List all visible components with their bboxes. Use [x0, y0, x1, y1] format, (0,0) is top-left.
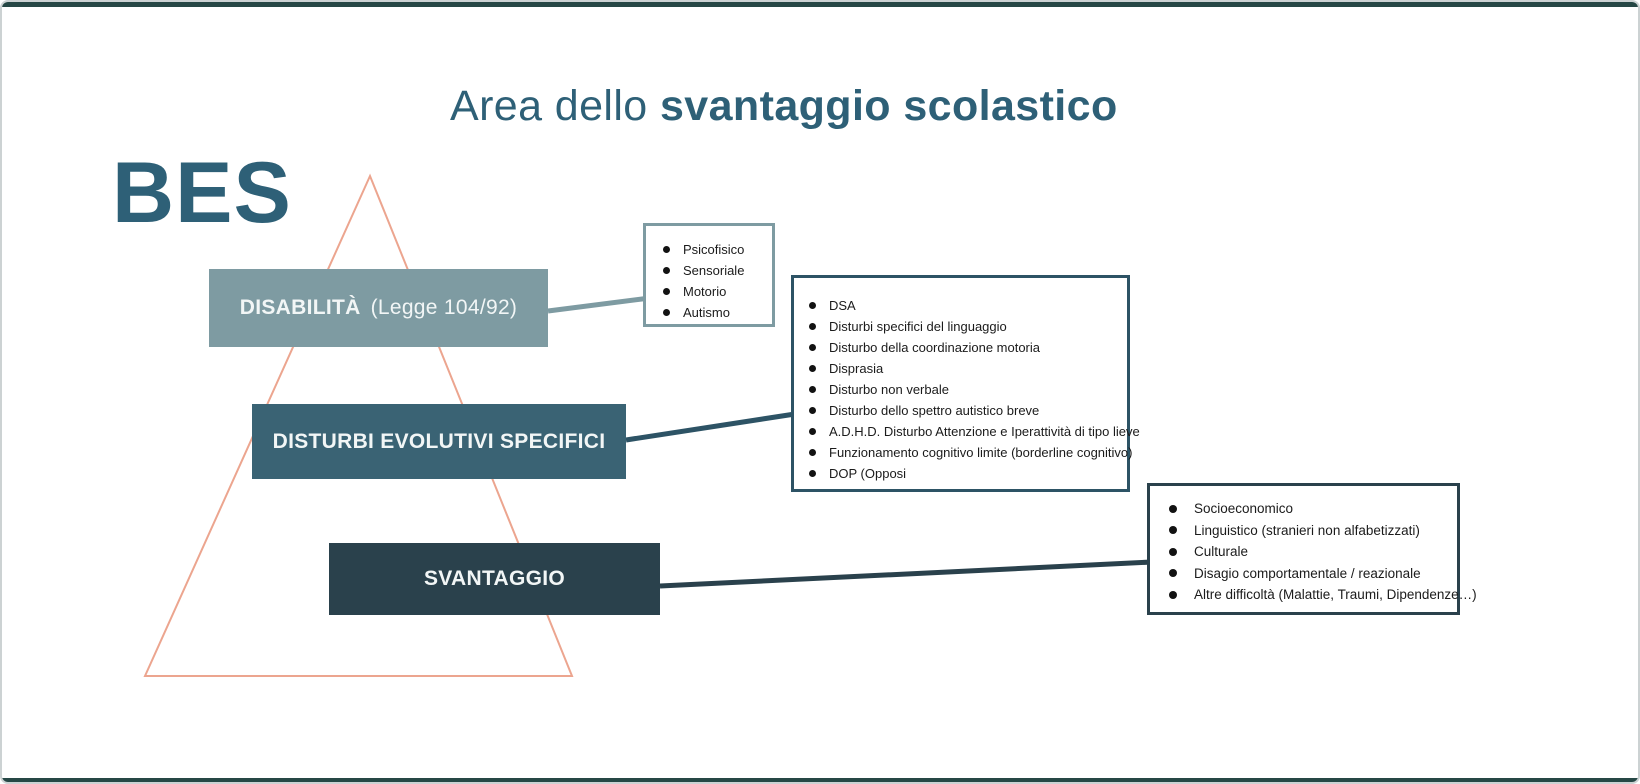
- bullet-icon: [809, 470, 816, 477]
- top-edge-strip: [2, 2, 1638, 7]
- list-item-label: Sensoriale: [683, 263, 745, 278]
- list-item-label: Culturale: [1194, 544, 1249, 560]
- bullet-icon: [663, 267, 670, 274]
- list-item-label: Autismo: [683, 305, 730, 320]
- list-item: Culturale: [1169, 541, 1451, 563]
- list-item-label: Socioeconomico: [1194, 501, 1294, 517]
- connector-svantaggio: [659, 559, 1153, 589]
- list-box-disabilita: Psicofisico Sensoriale Motorio Autismo: [643, 223, 775, 327]
- bullet-icon: [1169, 504, 1177, 513]
- level-label-disabilita: DISABILITÀ: [239, 296, 361, 319]
- bullet-icon: [809, 365, 816, 372]
- bullet-icon: [1169, 526, 1177, 535]
- list-box-svantaggio: Socioeconomico Linguistico (stranieri no…: [1147, 483, 1477, 615]
- bullet-icon: [809, 449, 816, 456]
- disturbi-list: DSA Disturbi specifici del linguaggio Di…: [809, 295, 1140, 484]
- bullet-icon: [809, 344, 816, 351]
- level-box-svantaggio: SVANTAGGIO: [329, 543, 660, 615]
- bullet-icon: [809, 323, 816, 330]
- bottom-edge-strip: [2, 778, 1638, 782]
- title-bold-part: svantaggio scolastico: [659, 82, 1118, 130]
- list-item: Psicofisico: [663, 239, 764, 260]
- list-item: DSA: [809, 295, 1121, 316]
- connector-disturbi: [625, 411, 796, 443]
- list-box-disturbi: DSA Disturbi specifici del linguaggio Di…: [791, 275, 1140, 492]
- list-item-label: DSA: [829, 298, 856, 313]
- list-item-label: Disprasia: [829, 361, 884, 376]
- list-item-label: Altre difficoltà (Malattie, Traumi, Dipe…: [1194, 587, 1477, 603]
- list-item: Funzionamento cognitivo limite (borderli…: [809, 442, 1132, 463]
- list-item-label: Linguistico (stranieri non alfabetizzati…: [1194, 522, 1420, 538]
- list-item-label: Funzionamento cognitivo limite (borderli…: [829, 445, 1133, 460]
- level-label-svantaggio: SVANTAGGIO: [423, 567, 566, 590]
- list-item-label: Disturbo non verbale: [829, 382, 949, 397]
- list-item-label: Disturbo dello spettro autistico breve: [829, 403, 1040, 418]
- list-item-label: Disturbi specifici del linguaggio: [829, 319, 1007, 334]
- list-item: Disagio comportamentale / reazionale: [1169, 563, 1451, 585]
- bes-label: BES: [112, 145, 292, 241]
- list-item-label: Psicofisico: [683, 242, 745, 257]
- list-item: Sensoriale: [663, 260, 764, 281]
- list-item: Disturbi specifici del linguaggio: [809, 316, 1121, 337]
- list-item-label: Disagio comportamentale / reazionale: [1194, 565, 1421, 581]
- list-item: Altre difficoltà (Malattie, Traumi, Dipe…: [1169, 584, 1477, 606]
- level-box-disabilita: DISABILITÀ (Legge 104/92): [209, 269, 548, 347]
- list-item-label: DOP (Opposi: [829, 466, 907, 481]
- bullet-icon: [809, 386, 816, 393]
- bullet-icon: [1169, 569, 1177, 578]
- level-sublabel-disabilita: (Legge 104/92): [370, 296, 518, 319]
- list-item: Disturbo dello spettro autistico breve: [809, 400, 1121, 421]
- list-item: Autismo: [663, 302, 764, 323]
- connector-disabilita: [547, 295, 651, 314]
- list-item: Disturbo della coordinazione motoria: [809, 337, 1121, 358]
- page-title: Area dello svantaggio scolastico: [450, 82, 1118, 131]
- list-item: Motorio: [663, 281, 764, 302]
- list-item: Disprasia: [809, 358, 1121, 379]
- bullet-icon: [809, 407, 816, 414]
- bullet-icon: [663, 309, 670, 316]
- level-label-disturbi: DISTURBI EVOLUTIVI SPECIFICI: [272, 429, 606, 453]
- list-item: Linguistico (stranieri non alfabetizzati…: [1169, 520, 1451, 542]
- list-item: Disturbo non verbale: [809, 379, 1121, 400]
- disabilita-list: Psicofisico Sensoriale Motorio Autismo: [663, 239, 764, 323]
- list-item-label: Motorio: [683, 284, 727, 299]
- list-item-label: Disturbo della coordinazione motoria: [829, 340, 1041, 355]
- title-regular-part: Area dello: [450, 82, 660, 130]
- bullet-icon: [809, 428, 816, 435]
- list-item: DOP (Opposi: [809, 463, 1121, 484]
- bullet-icon: [663, 288, 670, 295]
- list-item-label: A.D.H.D. Disturbo Attenzione e Iperattiv…: [829, 424, 1140, 439]
- bullet-icon: [809, 302, 816, 309]
- list-item: Socioeconomico: [1169, 498, 1451, 520]
- level-box-disturbi: DISTURBI EVOLUTIVI SPECIFICI: [252, 404, 626, 479]
- list-item: A.D.H.D. Disturbo Attenzione e Iperattiv…: [809, 421, 1140, 442]
- svantaggio-list: Socioeconomico Linguistico (stranieri no…: [1169, 498, 1477, 606]
- bullet-icon: [1169, 547, 1177, 556]
- bullet-icon: [1169, 590, 1177, 599]
- bullet-icon: [663, 246, 670, 253]
